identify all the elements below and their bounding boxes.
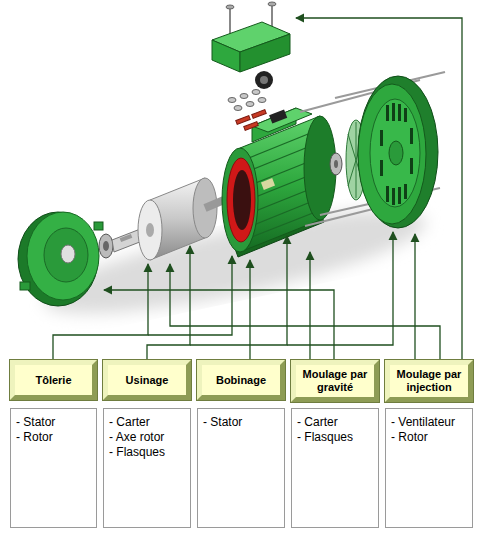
list-item: - Flasques bbox=[297, 430, 373, 445]
leader-arrow bbox=[104, 290, 334, 360]
leader-arrow bbox=[147, 246, 190, 360]
terminal-nuts bbox=[258, 98, 266, 103]
leader-arrow bbox=[296, 18, 462, 360]
process-box: Usinage bbox=[103, 360, 191, 400]
terminal-nuts bbox=[234, 106, 242, 111]
rotor bbox=[146, 223, 154, 237]
fan-cover bbox=[398, 187, 401, 204]
terminal-links bbox=[236, 116, 251, 125]
terminal-links bbox=[244, 122, 259, 131]
terminal-box-cover bbox=[268, 2, 276, 6]
left-end-shield bbox=[61, 245, 75, 263]
fan-cover bbox=[398, 104, 401, 121]
terminal-box-cover bbox=[240, 34, 290, 72]
process-label: Tôlerie bbox=[35, 374, 71, 387]
list-item: - Stator bbox=[16, 415, 91, 430]
motor-frame bbox=[261, 178, 275, 190]
leader-arrow bbox=[414, 234, 415, 360]
process-box: Moulage par gravité bbox=[291, 360, 379, 402]
right-bearing bbox=[334, 160, 338, 168]
process-label: Bobinage bbox=[216, 374, 266, 387]
list-box: - Ventilateur- Rotor bbox=[385, 408, 473, 528]
fan-cover bbox=[404, 184, 407, 199]
fan-cover bbox=[380, 160, 383, 176]
fan-cover bbox=[404, 108, 407, 122]
list-item: - Flasques bbox=[109, 445, 185, 460]
list-box: - Stator bbox=[197, 408, 285, 528]
left-bearing bbox=[99, 234, 113, 258]
list-item: - Carter bbox=[109, 415, 185, 430]
motor-frame bbox=[222, 108, 336, 257]
terminal-links bbox=[236, 110, 267, 131]
fan-cover bbox=[392, 103, 395, 121]
terminal-box-cover bbox=[226, 5, 234, 9]
terminal-nuts bbox=[228, 90, 266, 111]
list-box: - Stator- Rotor bbox=[10, 408, 97, 528]
rotor bbox=[112, 178, 224, 260]
terminal-links bbox=[252, 110, 267, 119]
process-label: Usinage bbox=[126, 374, 169, 387]
rotor bbox=[120, 234, 133, 242]
leader-arrow bbox=[249, 260, 250, 360]
left-end-shield bbox=[18, 212, 98, 306]
cable-gland bbox=[255, 71, 273, 89]
left-end-shield bbox=[27, 212, 99, 300]
fan-cover bbox=[358, 76, 438, 228]
cable-gland bbox=[260, 76, 268, 84]
left-end-shield bbox=[18, 212, 103, 306]
right-bearing bbox=[330, 153, 342, 175]
process-box: Bobinage bbox=[197, 360, 285, 400]
fan-cover bbox=[380, 103, 413, 205]
cable-gland bbox=[255, 71, 273, 89]
process-box: Moulage par injection bbox=[385, 360, 473, 402]
list-box: - Carter- Flasques bbox=[291, 408, 379, 528]
process-label: Moulage par gravité bbox=[299, 368, 371, 394]
motor-frame bbox=[269, 109, 287, 123]
list-item: - Rotor bbox=[16, 430, 91, 445]
terminal-nuts bbox=[246, 102, 254, 107]
rotor bbox=[138, 200, 162, 260]
terminal-box-cover bbox=[212, 2, 290, 72]
list-item: - Carter bbox=[297, 415, 373, 430]
fan-cover bbox=[410, 128, 413, 144]
process-box: Tôlerie bbox=[10, 360, 97, 400]
fan-cover bbox=[392, 188, 395, 205]
list-item: - Stator bbox=[203, 415, 279, 430]
process-label: Moulage par injection bbox=[393, 368, 465, 394]
leader-arrow bbox=[309, 252, 310, 360]
left-end-shield bbox=[94, 222, 103, 230]
terminal-nuts bbox=[228, 98, 236, 103]
fan-cover bbox=[380, 130, 383, 146]
leader-arrow bbox=[53, 18, 462, 360]
terminal-box-cover bbox=[212, 40, 240, 72]
fan-cover bbox=[386, 186, 389, 202]
fan-cover bbox=[358, 76, 438, 228]
left-bearing bbox=[99, 234, 113, 258]
motor-frame bbox=[222, 148, 258, 252]
fan-cover bbox=[410, 158, 413, 174]
rotor bbox=[205, 200, 224, 208]
motor-frame bbox=[227, 158, 255, 242]
left-bearing bbox=[103, 241, 109, 251]
right-bearing bbox=[330, 153, 342, 175]
list-item: - Rotor bbox=[391, 430, 467, 445]
leader-arrow bbox=[170, 264, 440, 360]
left-end-shield bbox=[44, 228, 88, 282]
list-box: - Carter- Axe rotor- Flasques bbox=[103, 408, 191, 528]
list-item: - Ventilateur bbox=[391, 415, 467, 430]
fan-cover bbox=[389, 141, 403, 165]
fan-cover bbox=[386, 105, 389, 121]
leader-arrow bbox=[287, 232, 393, 345]
terminal-nuts bbox=[240, 94, 248, 99]
fan-cover bbox=[370, 99, 420, 207]
fan-cover bbox=[358, 84, 426, 224]
list-item: - Axe rotor bbox=[109, 430, 185, 445]
leader-arrow bbox=[53, 264, 148, 360]
terminal-nuts bbox=[252, 90, 260, 95]
motor-frame bbox=[233, 170, 251, 230]
left-end-shield bbox=[20, 282, 30, 290]
